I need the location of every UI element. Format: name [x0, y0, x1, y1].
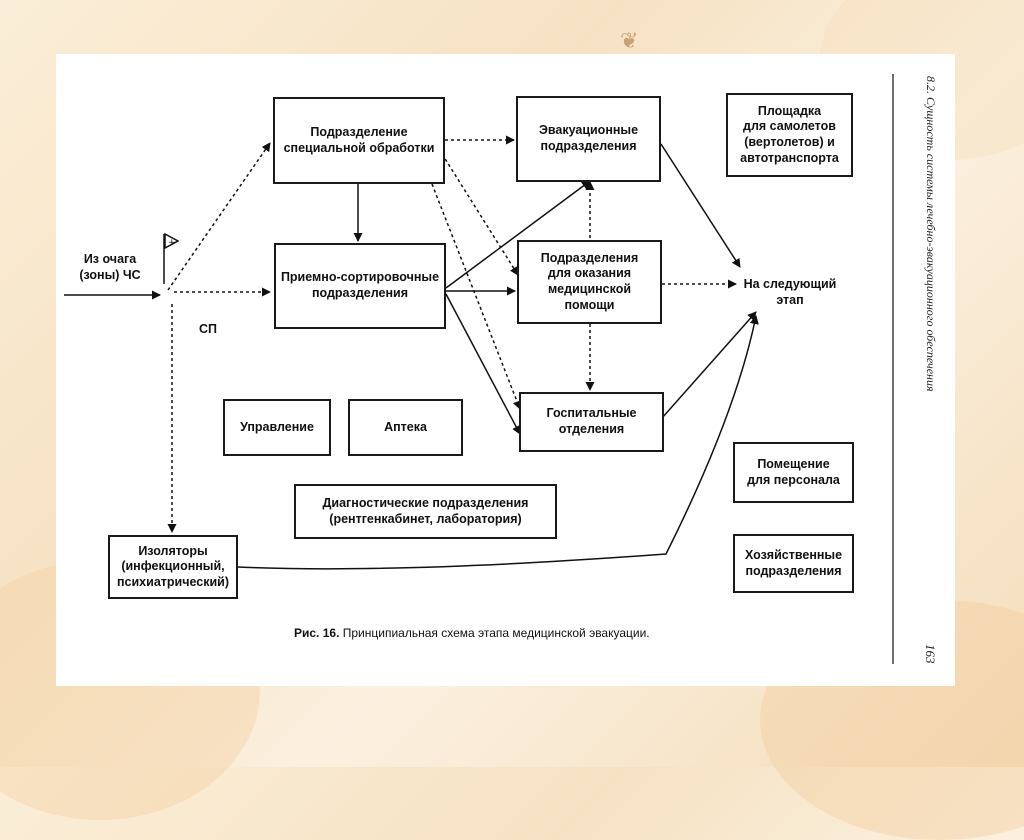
butterfly-icon: ❦ [620, 28, 639, 53]
box-staff-room: Помещение для персонала [733, 442, 854, 503]
figure-caption: Рис. 16. Принципиальная схема этапа меди… [294, 626, 650, 640]
box-diagnostic: Диагностические подразделения (рентгенка… [294, 484, 557, 539]
box-pharmacy: Аптека [348, 399, 463, 456]
page-number: 163 [923, 644, 938, 664]
box-evacuation: Эвакуационные подразделения [516, 96, 661, 182]
box-aircraft-site: Площадка для самолетов (вертолетов) и ав… [726, 93, 853, 177]
sp-label: СП [198, 322, 217, 336]
caption-text: Принципиальная схема этапа медицинской э… [339, 626, 650, 640]
box-household: Хозяйственные подразделения [733, 534, 854, 593]
flag-icon [164, 232, 180, 250]
box-reception-sorting: Приемно-сортировочные подразделения [274, 243, 446, 329]
next-stage-label: На следующий этап [743, 277, 837, 307]
box-isolators: Изоляторы (инфекционный, психиатрический… [108, 535, 238, 599]
side-header: 8.2. Сущность системы лечебно-эвакуацион… [924, 76, 938, 392]
box-medical-aid: Подразделения для оказания медицинской п… [517, 240, 662, 324]
box-hospital: Госпитальные отделения [519, 392, 664, 452]
box-management: Управление [223, 399, 331, 456]
svg-text:+: + [168, 238, 176, 248]
caption-number: Рис. 16. [294, 626, 340, 640]
source-label: Из очага (зоны) ЧС [79, 252, 141, 282]
slide-image: + Подразделение специальной обработки Эв… [56, 54, 955, 686]
diagram-connectors: + [64, 74, 894, 664]
box-special-treatment: Подразделение специальной обработки [273, 97, 445, 184]
